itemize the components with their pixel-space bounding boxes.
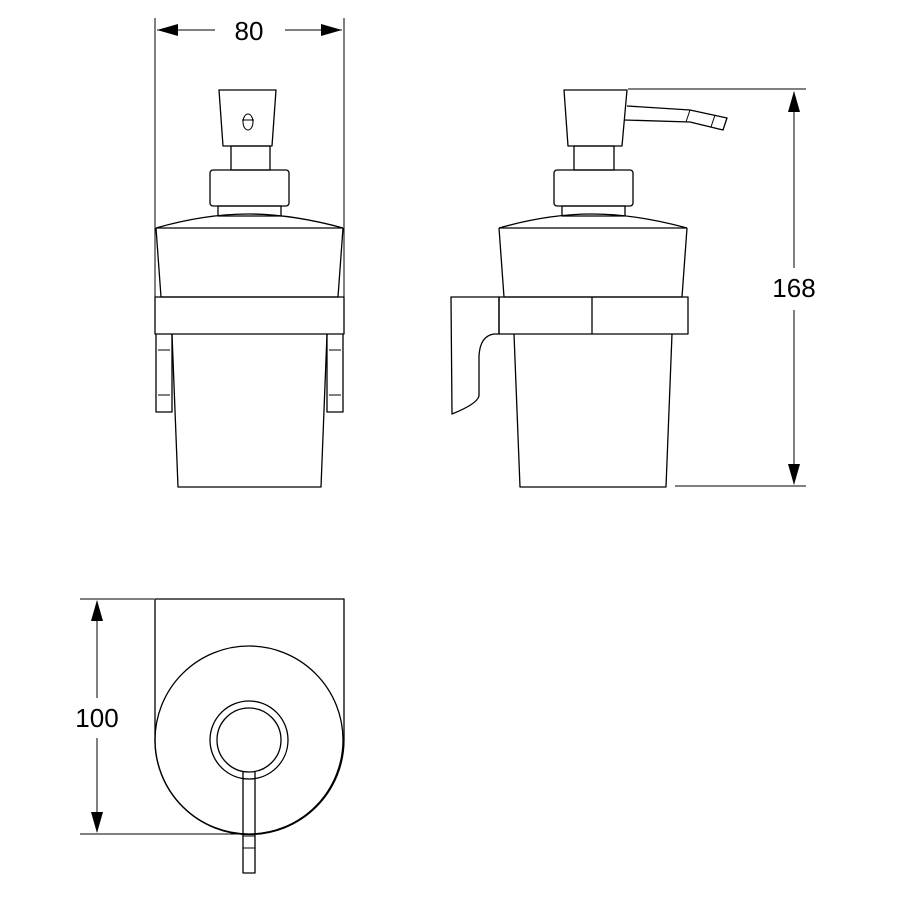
front-pump-collar [209,169,290,207]
top-lid-circle [154,645,344,835]
width-label: 80 [235,16,264,46]
depth-dimension: 100 [75,600,119,833]
height-label: 168 [772,273,815,303]
depth-label: 100 [75,703,118,733]
top-bracket [154,598,345,836]
front-pump-neck [230,145,271,171]
front-pump-head [218,89,277,147]
front-cup [171,333,328,488]
side-holder [498,296,689,335]
side-lid [498,213,688,229]
top-pump-ring-outer [209,700,289,780]
side-view [450,88,806,488]
top-pump-ring-inner [216,707,282,773]
side-pump-neck [573,145,615,171]
front-pump-mark [242,113,254,131]
front-lid [155,213,344,229]
side-pump-head [563,89,628,147]
side-cup [513,333,673,488]
front-holder [154,296,345,335]
width-dimension: 80 [157,16,342,46]
side-spout [623,105,728,131]
top-view [80,598,345,874]
side-pump-collar [553,169,634,207]
front-clamp-left [155,334,173,413]
side-wall-bracket [450,296,500,415]
front-view [154,18,345,488]
height-dimension: 168 [772,91,816,485]
top-spout [242,772,256,874]
front-clamp-right [326,334,344,413]
